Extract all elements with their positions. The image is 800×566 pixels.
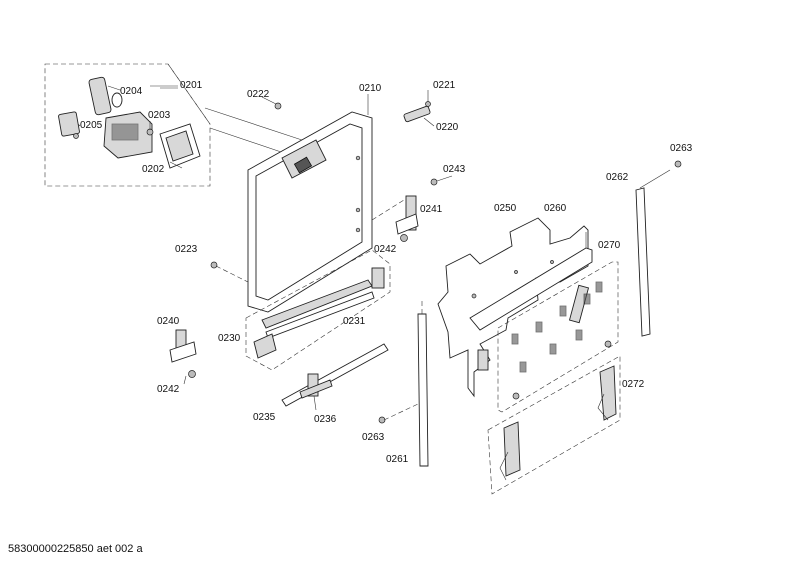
door-panel: [247, 94, 373, 313]
screw-0223: [210, 261, 249, 283]
part-0263-left: [378, 416, 386, 424]
label-0270: 0270: [598, 240, 621, 251]
part-0203-ring: [111, 92, 123, 108]
part-0205: [58, 111, 80, 137]
part-0220: [403, 105, 431, 123]
part-0204: [88, 76, 112, 116]
label-0201: 0201: [180, 80, 203, 91]
label-0240: 0240: [157, 316, 180, 327]
part-0270: [497, 261, 619, 413]
label-0222: 0222: [247, 89, 270, 100]
label-0250: 0250: [494, 203, 517, 214]
label-0263-right: 0263: [670, 143, 693, 154]
label-0205: 0205: [80, 120, 103, 131]
label-0236: 0236: [314, 414, 337, 425]
label-0241: 0241: [420, 204, 443, 215]
side-strip-right: [635, 160, 682, 337]
part-0260-edge: [469, 247, 593, 331]
top-bracket-group: [403, 90, 435, 127]
part-labels: 0201 0204 0203 0205 0202 0222 0210 0221 …: [80, 80, 693, 465]
part-0262: [635, 187, 651, 337]
label-0223: 0223: [175, 244, 198, 255]
inset-pointer-line: [209, 127, 291, 156]
label-0203: 0203: [148, 110, 171, 121]
label-0202: 0202: [142, 164, 165, 175]
part-0263-right: [674, 160, 682, 168]
label-0235: 0235: [253, 412, 276, 423]
screw-0222: [261, 96, 282, 110]
part-0243: [430, 178, 438, 186]
inset-frame: [44, 63, 211, 187]
hinge-left: [169, 329, 197, 385]
side-strip-left: [378, 300, 429, 467]
back-panel-0260: [469, 232, 593, 331]
label-0210: 0210: [359, 83, 382, 94]
lower-strip-group: [245, 249, 391, 371]
drawing-number: 58300000225850 aet 002 a: [8, 543, 143, 555]
lower-brackets-0272: [487, 355, 621, 495]
part-0230: [253, 333, 277, 359]
label-0243: 0243: [443, 164, 466, 175]
part-0272: [599, 365, 617, 421]
label-0272: 0272: [622, 379, 645, 390]
label-0221: 0221: [433, 80, 456, 91]
label-0242-right: 0242: [374, 244, 397, 255]
label-0204: 0204: [120, 86, 143, 97]
part-0241: [405, 195, 417, 231]
label-0220: 0220: [436, 122, 459, 133]
part-0261: [417, 313, 429, 467]
label-0242-left: 0242: [157, 384, 180, 395]
part-0242-left: [188, 370, 196, 378]
part-0221: [425, 101, 431, 107]
label-0261: 0261: [386, 454, 409, 465]
label-0230: 0230: [218, 333, 241, 344]
label-0260: 0260: [544, 203, 567, 214]
part-0235: [281, 343, 389, 407]
inner-frame-0270: [497, 261, 619, 413]
part-0242-right: [400, 234, 408, 242]
label-0231: 0231: [343, 316, 366, 327]
label-0263-left: 0263: [362, 432, 385, 443]
hinge-right: [371, 175, 453, 242]
bottom-bar-group: [281, 343, 389, 411]
part-0272-frame: [487, 355, 621, 495]
dispenser-inset: [44, 63, 303, 187]
label-0262: 0262: [606, 172, 629, 183]
